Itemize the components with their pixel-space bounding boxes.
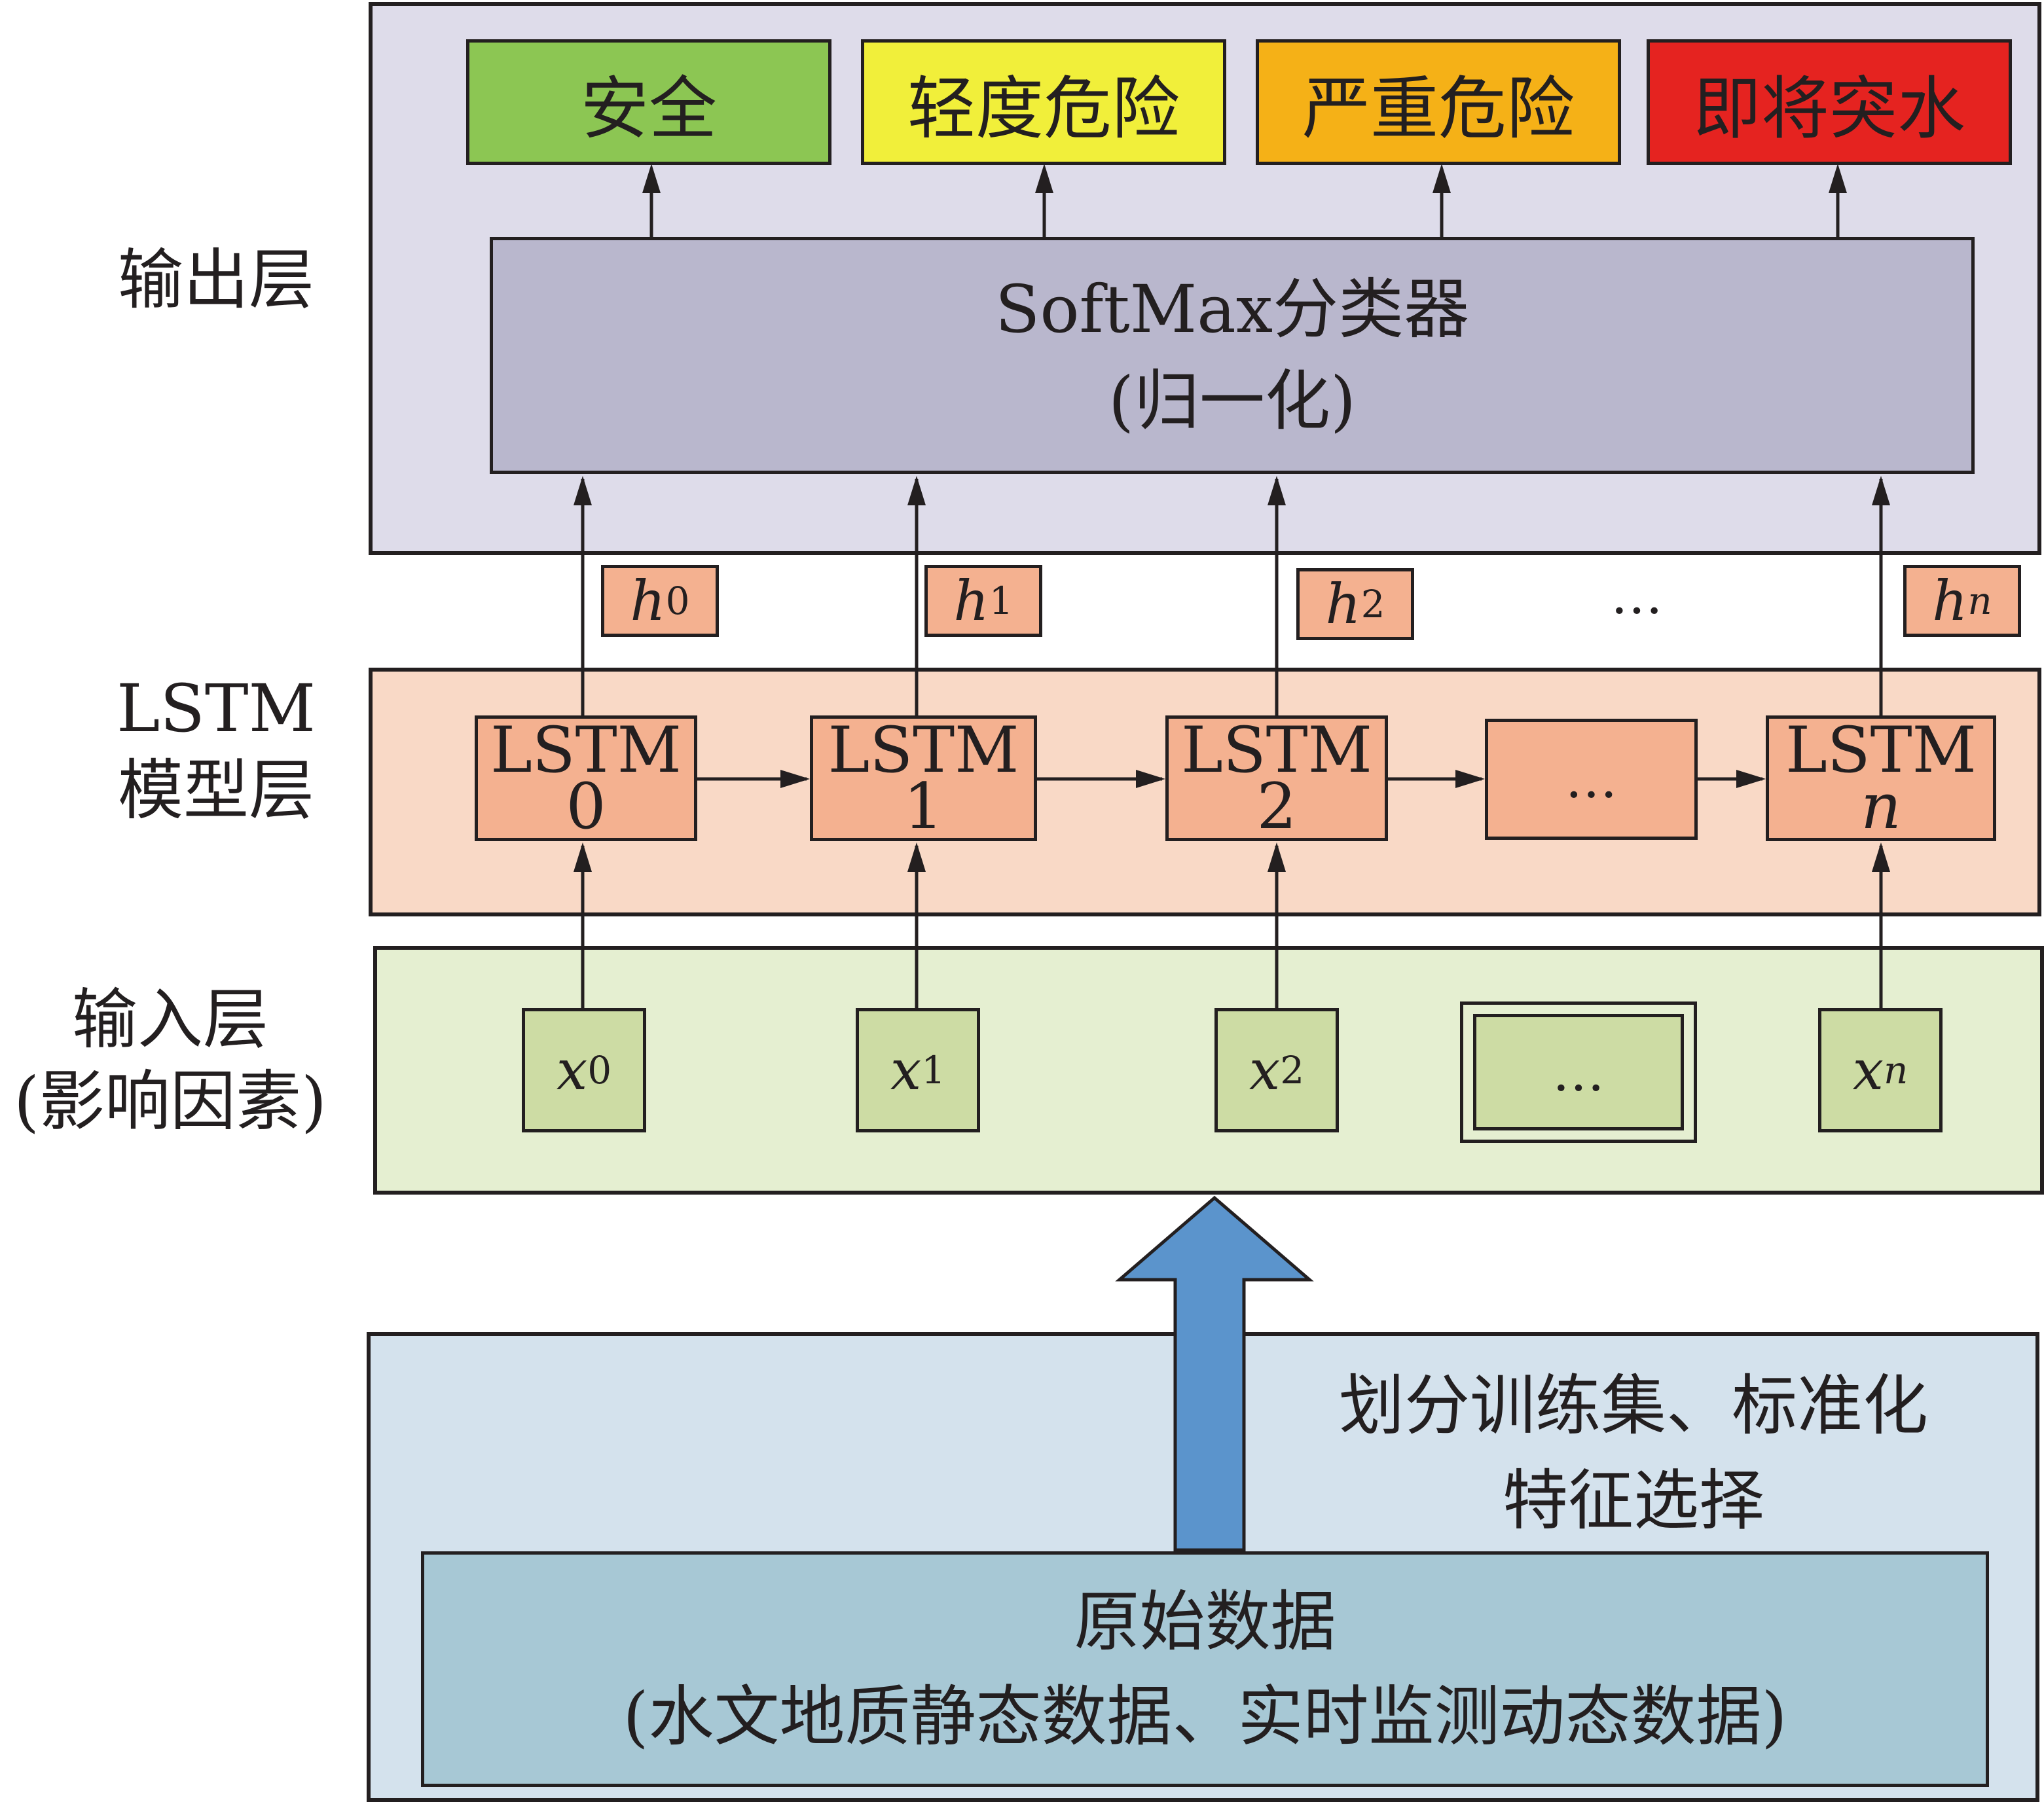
raw-data-box: 原始数据 (水文地质静态数据、实时监测动态数据) (421, 1551, 1989, 1787)
input-layer-panel (373, 946, 2044, 1195)
output-layer-label: 输出层 (118, 242, 314, 318)
softmax-classifier-box: SoftMax分类器 (归一化) (490, 237, 1975, 474)
hidden-state-ellipsis: … (1611, 565, 1663, 626)
class-imminent-inrush-box: 即将突水 (1647, 39, 2012, 165)
class-severe-danger-box: 严重危险 (1256, 39, 1621, 165)
arrowheads (574, 164, 1890, 872)
class-safe-box: 安全 (466, 39, 831, 165)
input-ellipsis-inner: … (1473, 1014, 1684, 1130)
lstm-cell-ellipsis: … (1485, 719, 1698, 840)
big-up-arrow (1115, 1195, 1314, 1552)
input-layer-label: 输入层 (影响因素) (13, 981, 327, 1140)
class-mild-danger-box: 轻度危险 (861, 39, 1226, 165)
lstm-layer-label: LSTM 模型层 (116, 670, 316, 829)
preprocess-label: 划分训练集、标准化 特征选择 (1339, 1367, 1928, 1539)
input-ellipsis-box: … (1460, 1001, 1697, 1143)
